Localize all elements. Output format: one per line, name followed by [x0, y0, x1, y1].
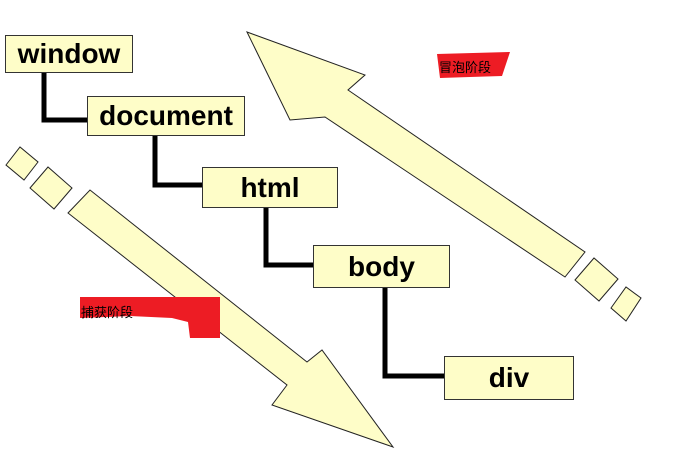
capture-arrow-dash-1 [5, 146, 39, 181]
node-div: div [444, 356, 574, 400]
bubble-phase-label: 冒泡阶段 [439, 61, 492, 76]
connector-body-div [382, 288, 444, 379]
capture-label-bg [80, 297, 220, 338]
connector-document-html [152, 136, 202, 188]
connector-window-document [41, 73, 87, 123]
node-body: body [313, 245, 450, 288]
bubble-arrow-dash-2 [610, 286, 642, 322]
bubble-label-bg [437, 52, 510, 78]
bubble-arrow-dash-1 [574, 257, 619, 302]
connector-html-body [263, 208, 313, 268]
node-html: html [202, 167, 338, 208]
bubble-arrow [246, 31, 586, 278]
node-document: document [87, 96, 245, 136]
capture-arrow-dash-2 [29, 166, 73, 210]
capture-arrow [67, 189, 395, 448]
capture-phase-label: 捕获阶段 [81, 306, 134, 321]
node-window: window [5, 35, 133, 73]
